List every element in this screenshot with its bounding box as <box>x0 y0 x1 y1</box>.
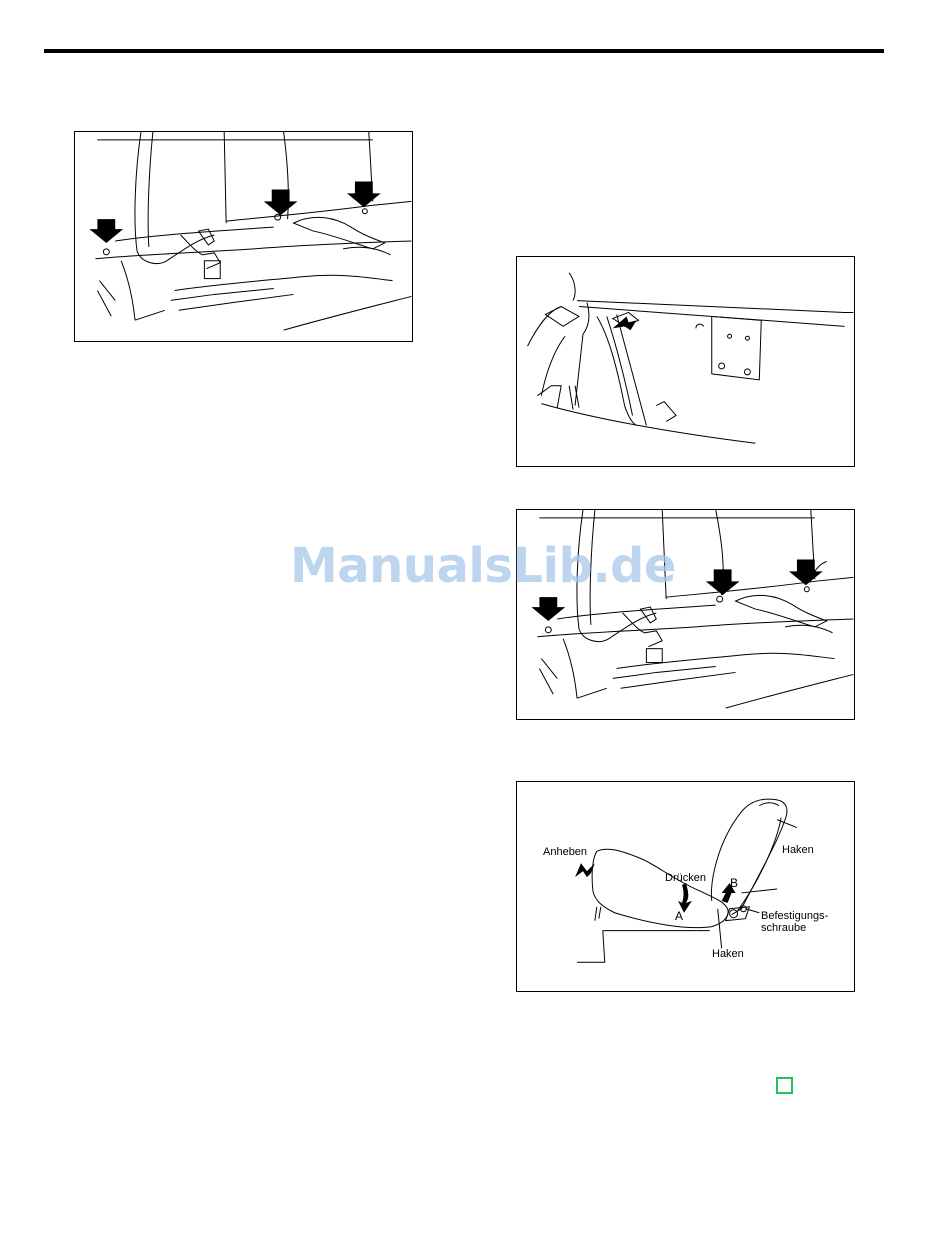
label-press: Drücken <box>665 872 706 884</box>
label-point-b: B <box>730 877 738 889</box>
label-hook-top: Haken <box>782 844 814 856</box>
nav-box[interactable] <box>776 1077 793 1094</box>
figure-seatback-hook <box>516 256 855 467</box>
label-lift: Anheben <box>543 846 587 858</box>
label-point-a: A <box>675 910 683 922</box>
seatback-hook-illustration <box>517 257 854 466</box>
seat-removal-illustration <box>517 782 854 991</box>
watermark: ManualsLib.de <box>290 538 670 594</box>
figure-rear-floor-bolts-1 <box>74 131 413 342</box>
label-hook-bottom: Haken <box>712 948 744 960</box>
label-bolt-line1: Befestigungs- <box>761 910 828 922</box>
arrow-icon <box>613 316 637 330</box>
label-bolt-line2: schraube <box>761 922 806 934</box>
top-rule <box>44 49 884 53</box>
down-arrow-icon <box>89 182 380 243</box>
figure-seat-removal-diagram: Anheben Drücken A B Haken Haken Befestig… <box>516 781 855 992</box>
rear-floor-illustration-1 <box>75 132 412 341</box>
